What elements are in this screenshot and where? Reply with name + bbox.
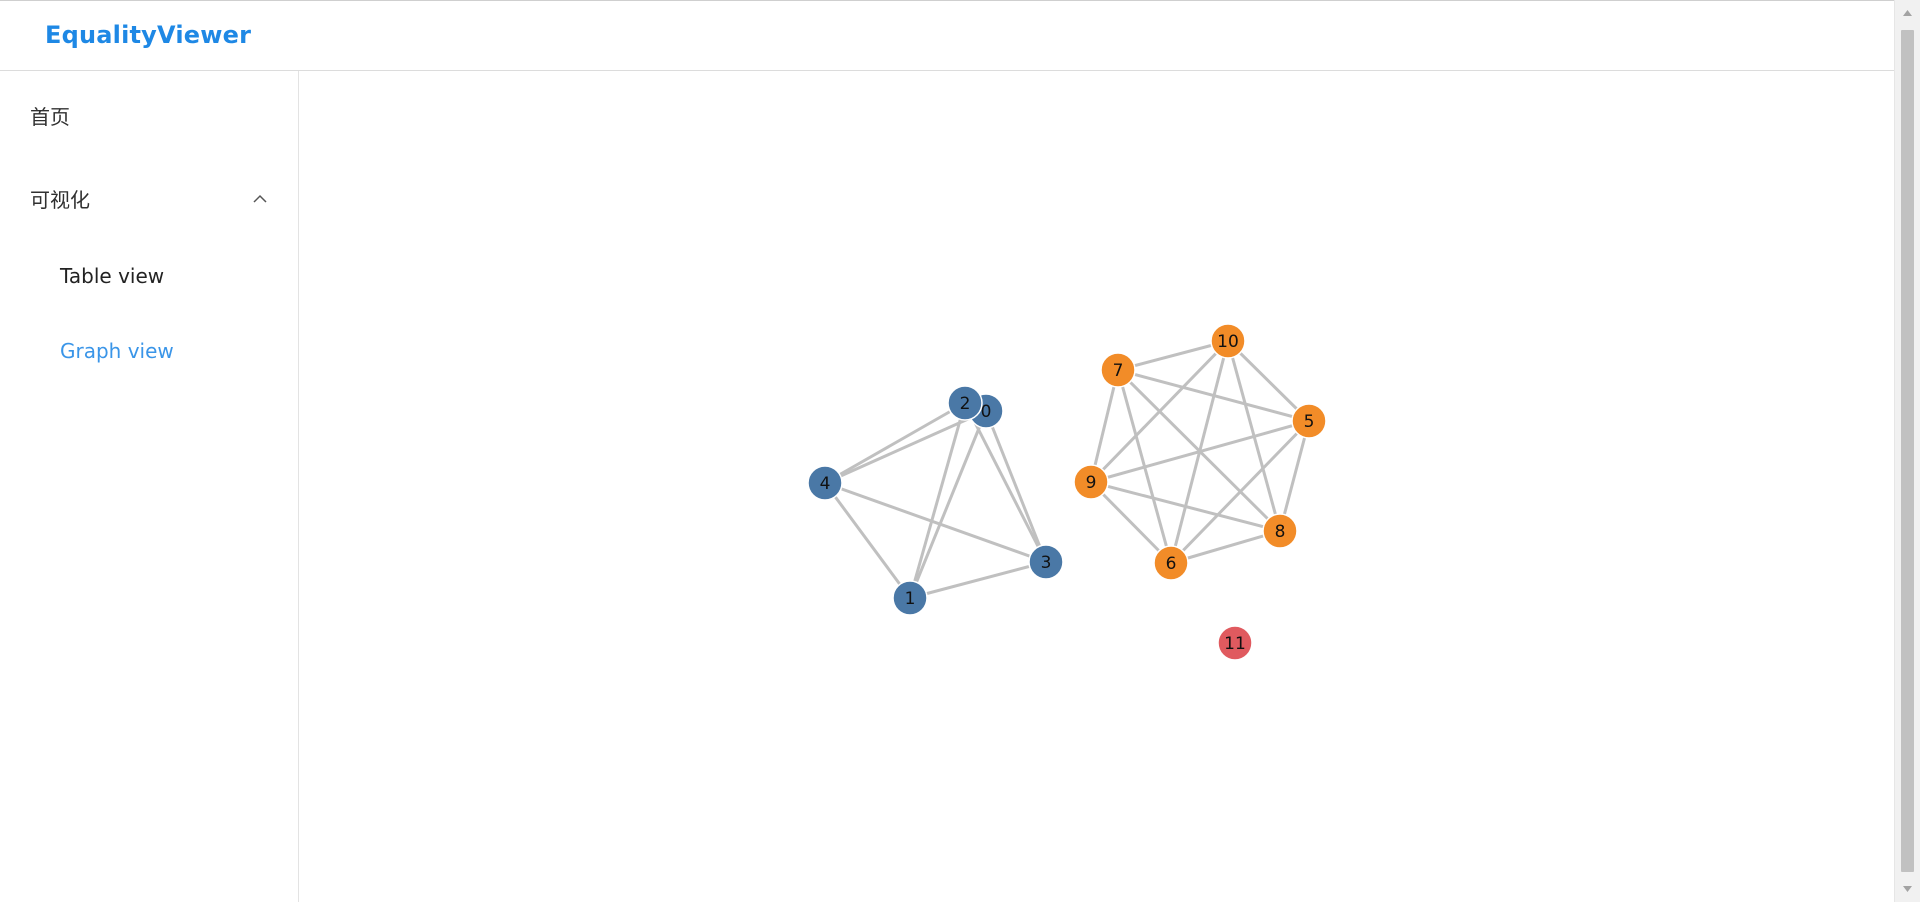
graph-node-6[interactable]: 6 [1153, 545, 1189, 581]
graph-edge-0-3 [984, 410, 1048, 563]
graph-node-7[interactable]: 7 [1100, 352, 1136, 388]
graph-canvas-area: 0 1 2 3 4 5 6 7 8 9 10 11 [299, 71, 1894, 902]
top-header: EqualityViewer [0, 0, 1894, 71]
scrollbar-thumb[interactable] [1901, 30, 1914, 872]
graph-node-10[interactable]: 10 [1210, 323, 1246, 359]
graph-node-circle[interactable] [807, 465, 843, 501]
graph-node-label: 8 [1275, 522, 1286, 542]
graph-node-8[interactable]: 8 [1262, 513, 1298, 549]
graph-edge-7-9 [1089, 369, 1120, 483]
graph-edge-2-3 [963, 402, 1048, 563]
sidebar-item-graph-view[interactable]: Graph view [60, 339, 174, 363]
graph-edge-2-4 [824, 401, 966, 485]
vertical-scrollbar[interactable] [1894, 0, 1920, 902]
graph-node-circle[interactable] [1100, 352, 1136, 388]
graph-edge-8-10 [1226, 340, 1282, 532]
network-graph[interactable]: 0 1 2 3 4 5 6 7 8 9 10 11 [299, 71, 1894, 902]
graph-node-3[interactable]: 3 [1028, 544, 1064, 580]
graph-edge-6-7 [1116, 369, 1173, 564]
graph-node-2[interactable]: 2 [947, 385, 983, 421]
graph-node-circle[interactable] [1073, 464, 1109, 500]
sidebar-item-visualization[interactable]: 可视化 [30, 188, 90, 212]
graph-edge-5-10 [1226, 339, 1311, 423]
graph-node-label: 0 [981, 402, 992, 422]
nodes-layer: 0 1 2 3 4 5 6 7 8 9 10 11 [807, 323, 1327, 661]
graph-edge-9-10 [1089, 339, 1230, 484]
graph-node-circle[interactable] [1262, 513, 1298, 549]
graph-edge-1-4 [823, 482, 912, 599]
graph-node-label: 7 [1113, 361, 1124, 381]
graph-edge-6-9 [1089, 480, 1173, 565]
graph-node-label: 10 [1217, 332, 1239, 352]
graph-node-label: 6 [1166, 554, 1177, 574]
graph-node-label: 4 [820, 474, 831, 494]
graph-node-1[interactable]: 1 [892, 580, 928, 616]
graph-node-label: 2 [960, 394, 971, 414]
graph-node-circle[interactable] [947, 385, 983, 421]
graph-node-circle[interactable] [1291, 403, 1327, 439]
graph-edge-1-3 [909, 560, 1047, 600]
edges-layer [823, 339, 1311, 600]
graph-edge-5-8 [1278, 420, 1311, 532]
graph-node-label: 3 [1041, 553, 1052, 573]
graph-node-label: 5 [1304, 412, 1315, 432]
graph-node-circle[interactable] [1153, 545, 1189, 581]
scroll-down-arrow-icon[interactable] [1895, 876, 1920, 902]
graph-node-5[interactable]: 5 [1291, 403, 1327, 439]
graph-node-11[interactable]: 11 [1217, 625, 1253, 661]
graph-node-label: 1 [905, 589, 916, 609]
graph-edge-7-8 [1116, 368, 1282, 533]
sidebar-item-table-view[interactable]: Table view [60, 264, 165, 288]
scroll-up-arrow-icon[interactable] [1895, 0, 1920, 26]
graph-node-4[interactable]: 4 [807, 465, 843, 501]
graph-node-label: 9 [1086, 473, 1097, 493]
graph-node-circle[interactable] [892, 580, 928, 616]
graph-node-9[interactable]: 9 [1073, 464, 1109, 500]
graph-edge-3-4 [824, 481, 1047, 564]
brand-logo-text[interactable]: EqualityViewer [45, 21, 252, 49]
graph-node-circle[interactable] [1210, 323, 1246, 359]
graph-node-circle[interactable] [1028, 544, 1064, 580]
graph-node-label: 11 [1224, 634, 1246, 654]
graph-node-circle[interactable] [1217, 625, 1253, 661]
graph-edge-7-10 [1117, 339, 1229, 372]
graph-edge-2-1 [908, 402, 967, 599]
chevron-up-icon[interactable] [250, 189, 270, 209]
sidebar-menu: 首页 可视化 Table view Graph view [0, 71, 299, 902]
sidebar-item-home[interactable]: 首页 [30, 105, 70, 129]
graph-edge-0-1 [908, 410, 988, 599]
graph-edge-6-8 [1170, 529, 1281, 565]
graph-edge-8-9 [1090, 480, 1281, 533]
